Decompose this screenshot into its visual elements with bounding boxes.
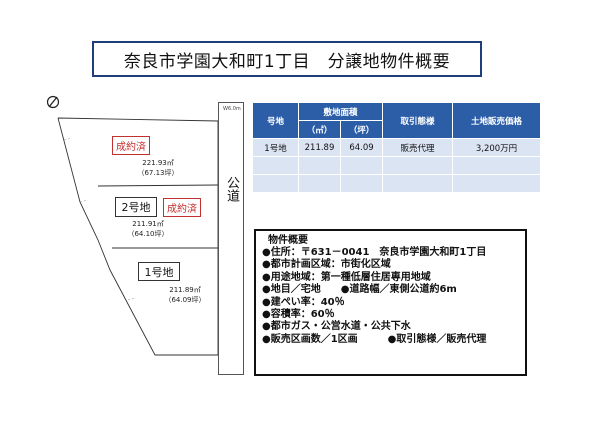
lot-area: 221.93㎡ （67.13坪） bbox=[128, 158, 188, 178]
cell-price: 3,200万円 bbox=[452, 138, 542, 157]
overview-line: ●都市ガス・公営水道・公共下水 bbox=[262, 321, 411, 333]
lot-area-m2: 211.91㎡ bbox=[132, 220, 164, 228]
lot-area-tsubo: （64.09坪） bbox=[164, 296, 206, 304]
lot-label-2: 2号地 bbox=[115, 197, 157, 217]
cell-tsubo: 64.09 bbox=[339, 138, 384, 157]
road-label: 公道 bbox=[224, 176, 239, 202]
lot-area-m2: 211.89㎡ bbox=[169, 286, 201, 294]
cell-transaction: 販売代理 bbox=[382, 138, 454, 157]
lot-area-m2: 221.93㎡ bbox=[142, 159, 174, 167]
cell-m2: 211.89 bbox=[298, 138, 341, 157]
lot-label-1: 1号地 bbox=[138, 262, 180, 281]
lot-area-tsubo: （64.10坪） bbox=[127, 230, 169, 238]
overview-line: ●容積率：60％ bbox=[262, 309, 335, 321]
lot-area: 211.89㎡ （64.09坪） bbox=[155, 285, 215, 305]
table-row bbox=[252, 174, 542, 193]
header-lot: 号地 bbox=[252, 102, 299, 139]
cell-lot: 1号地 bbox=[252, 138, 299, 157]
overview-line: ●都市計画区域：市街化区域 bbox=[262, 259, 391, 271]
sold-badge: 成約済 bbox=[163, 198, 201, 217]
overview-title: 物件概要 bbox=[268, 235, 308, 246]
overview-line: ●住所：〒631－0041 奈良市学園大和町1丁目 bbox=[262, 247, 487, 258]
overview-line: ●地目／宅地 ●道路幅／東側公道約6m bbox=[262, 284, 457, 296]
title-box: 奈良市学園大和町1丁目 分譲地物件概要 bbox=[92, 41, 482, 77]
property-overview: 物件概要 ●住所：〒631－0041 奈良市学園大和町1丁目 ●都市計画区域：市… bbox=[254, 229, 527, 376]
overview-line: ●用途地域：第一種低層住居専用地域 bbox=[262, 271, 431, 283]
road-width-label: W6.0m bbox=[223, 106, 241, 112]
public-road: W6.0m 公道 bbox=[218, 102, 244, 375]
lot-divider-line bbox=[97, 184, 219, 187]
table-row: 1号地 211.89 64.09 販売代理 3,200万円 bbox=[252, 138, 542, 157]
overview-line: ●販売区画数／1区画 ●取引態様／販売代理 bbox=[262, 333, 487, 345]
header-unit-m2: （㎡） bbox=[298, 120, 341, 139]
table-row bbox=[252, 156, 542, 175]
north-arrow-icon bbox=[46, 95, 60, 109]
lot-area: 211.91㎡ （64.10坪） bbox=[118, 219, 178, 239]
overview-line: ●建ぺい率：40％ bbox=[262, 296, 345, 308]
property-table: 号地 敷地面積 取引態様 土地販売価格 （㎡） （坪） 1号地 211.89 6… bbox=[252, 102, 542, 193]
header-area: 敷地面積 bbox=[297, 102, 384, 121]
sold-badge: 成約済 bbox=[112, 136, 150, 155]
lot-area-tsubo: （67.13坪） bbox=[137, 169, 179, 177]
header-price: 土地販売価格 bbox=[452, 102, 542, 139]
header-unit-tsubo: （坪） bbox=[339, 120, 384, 139]
page-title: 奈良市学園大和町1丁目 分譲地物件概要 bbox=[123, 51, 451, 72]
header-transaction: 取引態様 bbox=[382, 102, 454, 139]
